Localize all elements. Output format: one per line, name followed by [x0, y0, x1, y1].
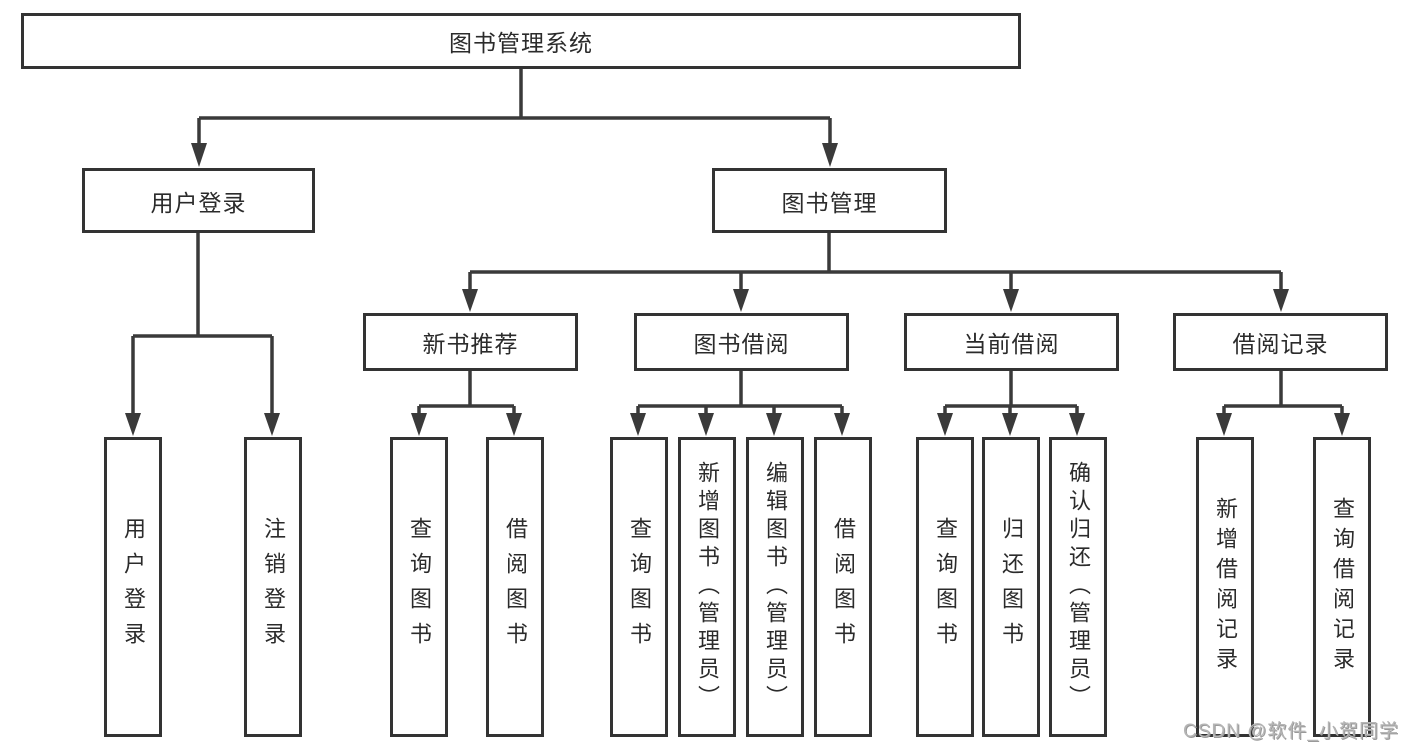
arrow-down-icon: [411, 413, 427, 436]
arrow-down-icon: [766, 413, 782, 436]
node-leaf-edit-book: 编辑图书（管理员）: [746, 437, 804, 737]
node-leaf-logout: 注销登录: [244, 437, 302, 737]
node-leaf-query-book-cur: 查询图书: [916, 437, 974, 737]
arrow-down-icon: [937, 413, 953, 436]
node-current-borrow: 当前借阅: [904, 313, 1119, 371]
node-book-borrow: 图书借阅: [634, 313, 849, 371]
node-leaf-add-borrow-rec: 新增借阅记录: [1196, 437, 1254, 737]
arrow-down-icon: [1334, 413, 1350, 436]
arrow-down-icon: [834, 413, 850, 436]
node-leaf-return-book: 归还图书: [982, 437, 1040, 737]
node-leaf-query-book-rec: 查询图书: [390, 437, 448, 737]
arrow-down-icon: [1273, 289, 1289, 312]
arrow-down-icon: [698, 413, 714, 436]
arrow-down-icon: [630, 413, 646, 436]
arrow-down-icon: [462, 289, 478, 312]
arrow-down-icon: [1069, 413, 1085, 436]
arrow-down-icon: [1002, 413, 1018, 436]
node-book-mgmt: 图书管理: [712, 168, 947, 233]
node-root: 图书管理系统: [21, 13, 1021, 69]
arrow-down-icon: [506, 413, 522, 436]
node-leaf-add-book: 新增图书（管理员）: [678, 437, 736, 737]
node-leaf-confirm-return: 确认归还（管理员）: [1049, 437, 1107, 737]
arrow-down-icon: [125, 413, 141, 436]
node-user-login: 用户登录: [82, 168, 315, 233]
node-leaf-query-book-bb: 查询图书: [610, 437, 668, 737]
watermark: CSDN @软件_小贺同学: [1183, 721, 1399, 742]
arrow-down-icon: [191, 143, 207, 167]
node-leaf-query-borrow-rec: 查询借阅记录: [1313, 437, 1371, 737]
arrow-down-icon: [264, 413, 280, 436]
arrow-down-icon: [1216, 413, 1232, 436]
node-leaf-borrow-book-rec: 借阅图书: [486, 437, 544, 737]
arrowheads: [125, 143, 1350, 436]
node-leaf-user-login: 用户登录: [104, 437, 162, 737]
arrow-down-icon: [1003, 289, 1019, 312]
arrow-down-icon: [822, 143, 838, 167]
node-new-book-rec: 新书推荐: [363, 313, 578, 371]
arrow-down-icon: [733, 289, 749, 312]
node-leaf-borrow-book-bb: 借阅图书: [814, 437, 872, 737]
connector-path: [131, 69, 1344, 415]
node-borrow-records: 借阅记录: [1173, 313, 1388, 371]
